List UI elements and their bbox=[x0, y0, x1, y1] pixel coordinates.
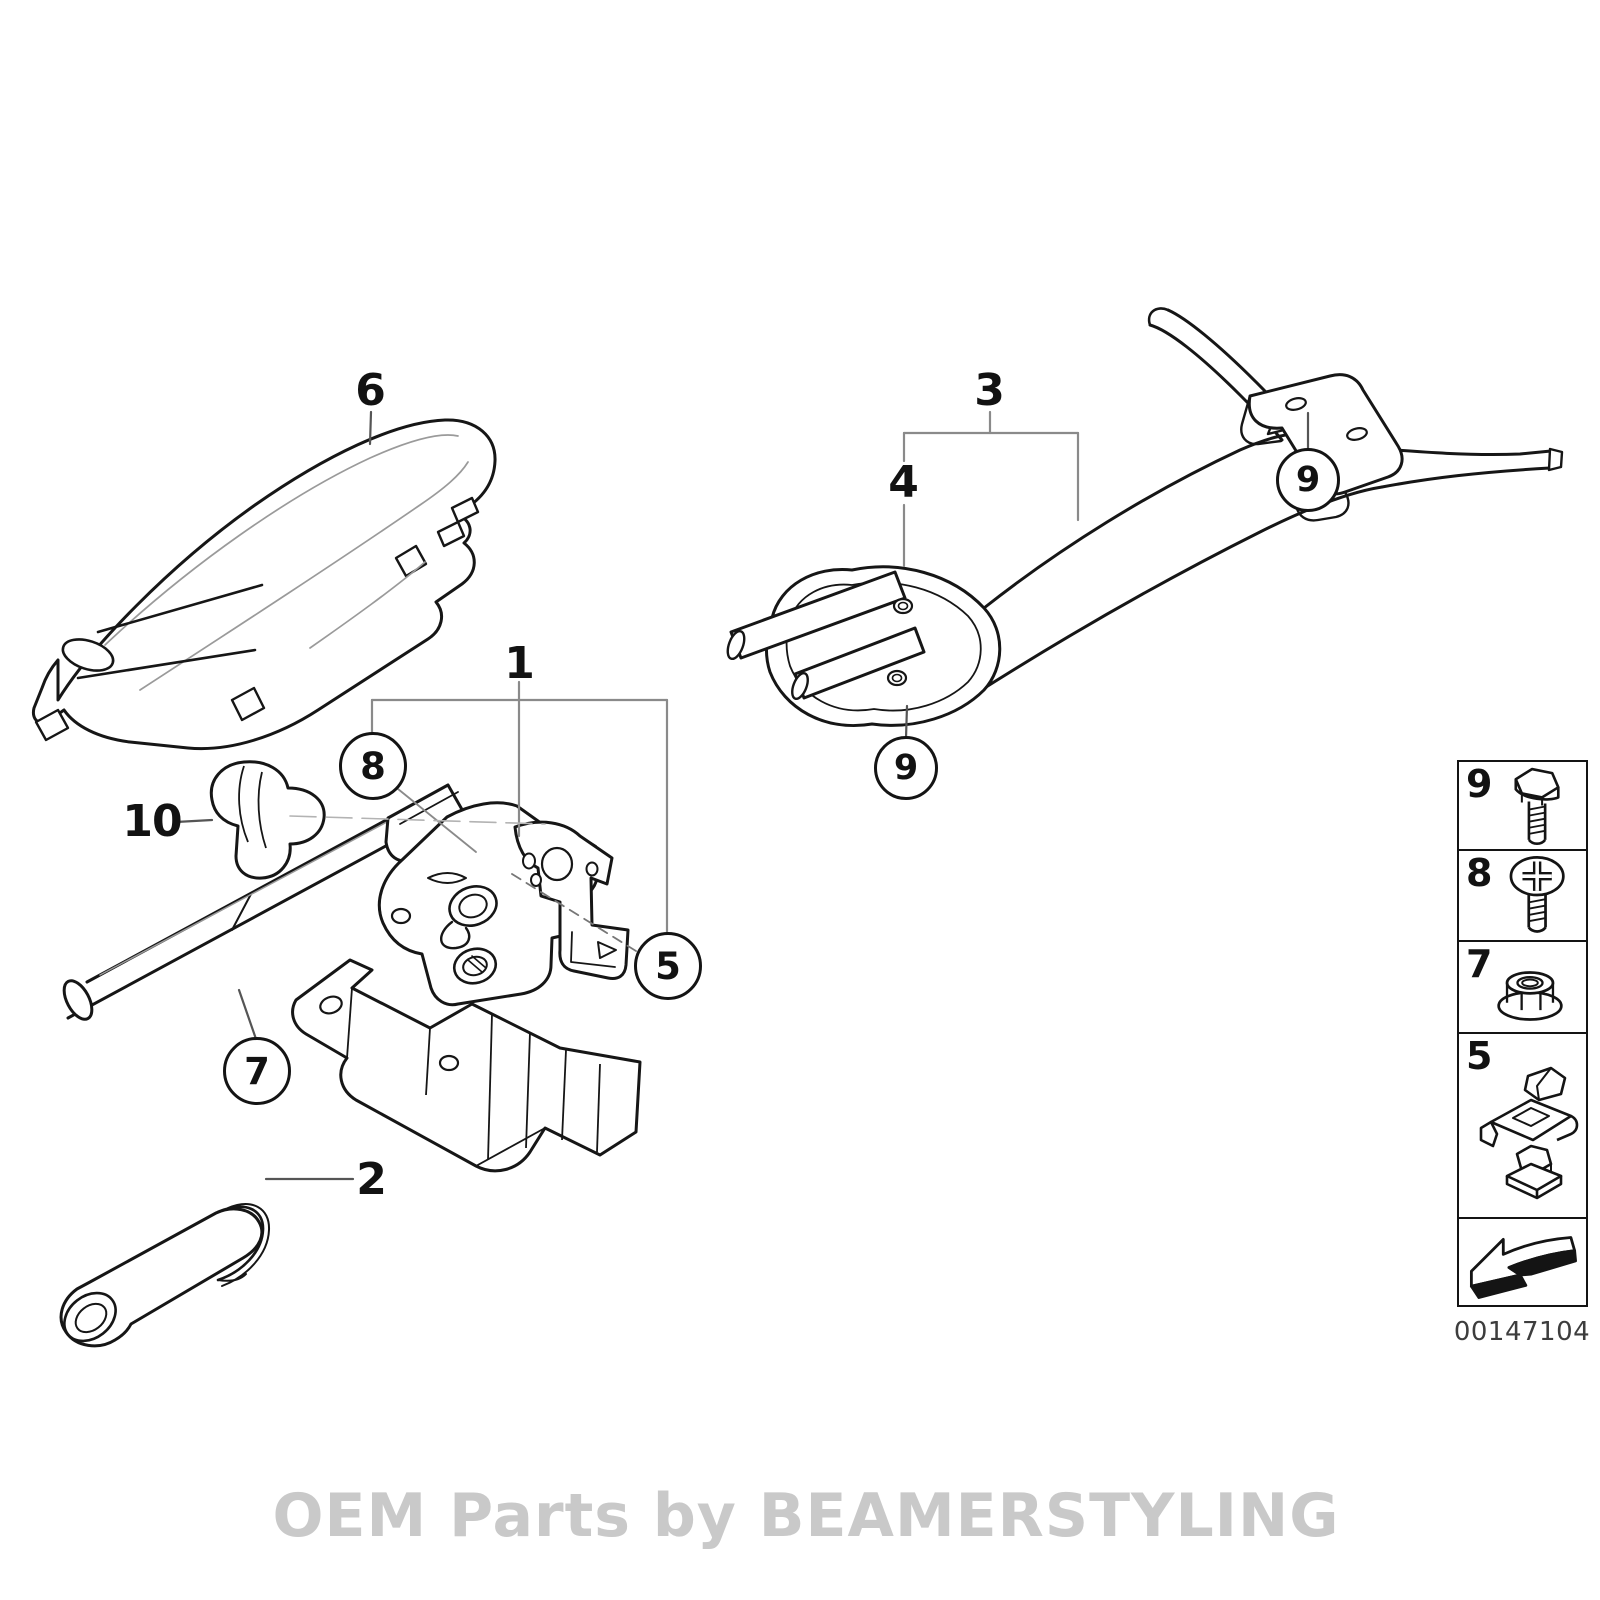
legend-item-9[interactable]: 9 bbox=[1457, 760, 1588, 851]
callout-label-3[interactable]: 3 bbox=[974, 365, 1005, 416]
callout-circle-5[interactable]: 5 bbox=[634, 932, 702, 1000]
legend-item-5[interactable]: 5 bbox=[1457, 1031, 1588, 1220]
diagram-number: 00147104 bbox=[1453, 1317, 1591, 1347]
legend-item-label: 7 bbox=[1466, 942, 1493, 986]
handbrake-lever-drawing bbox=[62, 783, 630, 1021]
legend-item-8[interactable]: 8 bbox=[1457, 848, 1588, 943]
watermark-text: OEM Parts by BEAMERSTYLING bbox=[272, 1481, 1340, 1551]
handbrake-boot-drawing bbox=[31, 418, 497, 751]
callout-label-6[interactable]: 6 bbox=[355, 365, 386, 416]
legend-item-label: 9 bbox=[1466, 762, 1493, 806]
cage-nut-clip-icon bbox=[1463, 1039, 1583, 1213]
callout-label-1[interactable]: 1 bbox=[504, 638, 535, 689]
callout-circle-8[interactable]: 8 bbox=[339, 732, 407, 800]
callout-leader-lines bbox=[174, 410, 1310, 1181]
phillips-screw-icon bbox=[1474, 850, 1572, 942]
callout-circle-7[interactable]: 7 bbox=[223, 1037, 291, 1105]
legend-item-label: 8 bbox=[1466, 850, 1493, 895]
legend-arrow-box bbox=[1457, 1217, 1588, 1307]
lever-base-bracket-drawing bbox=[291, 958, 642, 1173]
brake-cables-drawing bbox=[726, 307, 1564, 727]
handle-grip-drawing bbox=[59, 1203, 271, 1348]
legend-item-7[interactable]: 7 bbox=[1457, 940, 1588, 1034]
fasteners-legend: 9 8 bbox=[1457, 760, 1588, 1307]
hex-bolt-icon bbox=[1474, 761, 1572, 851]
callout-label-4[interactable]: 4 bbox=[888, 457, 919, 508]
direction-arrow-icon bbox=[1462, 1218, 1584, 1306]
callout-label-2[interactable]: 2 bbox=[356, 1154, 387, 1205]
flange-lock-nut-icon bbox=[1469, 945, 1577, 1029]
callout-label-10[interactable]: 10 bbox=[122, 796, 182, 847]
callout-circle-9-fitting[interactable]: 9 bbox=[874, 736, 938, 800]
clip-part10-drawing bbox=[209, 760, 326, 880]
legend-item-label: 5 bbox=[1466, 1033, 1493, 1078]
callout-circle-9-bracket[interactable]: 9 bbox=[1276, 448, 1340, 512]
